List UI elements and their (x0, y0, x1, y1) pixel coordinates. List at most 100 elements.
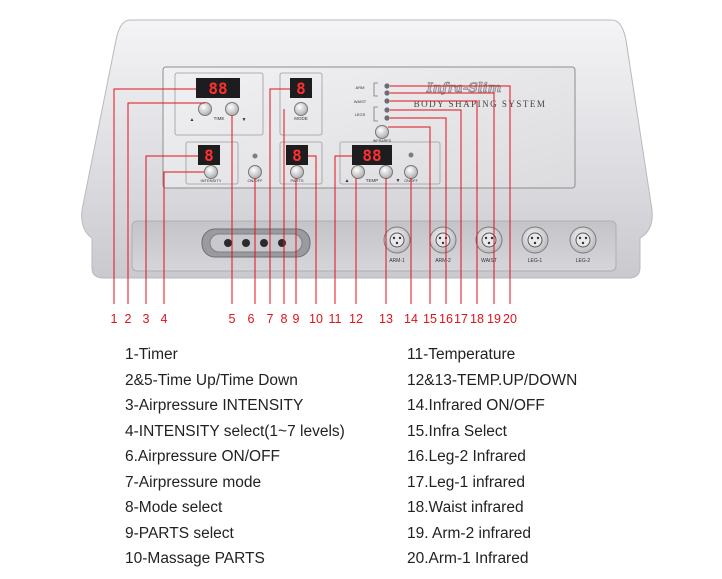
svg-text:8: 8 (292, 146, 302, 165)
legend-item: 1-Timer (125, 346, 178, 363)
air-port-3-icon (260, 239, 268, 247)
infrared-onoff-button[interactable] (404, 165, 418, 179)
legend-item: 15.Infra Select (407, 422, 507, 440)
callout-number: 18 (470, 312, 484, 326)
callout-number: 4 (161, 312, 168, 326)
port-waist[interactable]: WAIST (475, 226, 503, 264)
legend-item: 16.Leg-2 Infrared (407, 448, 526, 465)
brand-logo: Infra-Slim (426, 81, 502, 96)
svg-text:8: 8 (296, 79, 306, 98)
callout-number: 13 (379, 312, 393, 326)
temp-up-arrow: ▲ (345, 178, 350, 184)
legend-item: 20.Arm-1 Infrared (407, 550, 529, 567)
legend-item: 14.Infrared ON/OFF (407, 397, 545, 414)
leg-2-led (384, 115, 390, 121)
svg-text:88: 88 (362, 146, 381, 165)
socket-icon (527, 232, 543, 248)
mode-display: 8 (290, 78, 312, 98)
legend-item: 11-Temperature (407, 346, 516, 363)
device-diagram: 88 8 8 8 88 (81, 19, 653, 326)
socket-icon (435, 232, 451, 248)
port-leg-2[interactable]: LEG-2 (569, 226, 597, 264)
airpressure-connector[interactable] (201, 228, 311, 258)
svg-text:88: 88 (208, 79, 227, 98)
callout-number: 10 (309, 312, 323, 326)
legend-item: 12&13-TEMP.UP/DOWN (407, 371, 578, 389)
time-down-arrow: ▼ (242, 117, 247, 123)
callout-number: 7 (267, 312, 274, 326)
temp-down-button[interactable] (379, 165, 393, 179)
callout-number: 14 (404, 312, 418, 326)
arm-1-led (384, 83, 390, 89)
legend-item: 18.Waist infrared (407, 499, 524, 516)
time-up-button[interactable] (198, 102, 212, 116)
parts-label: PARTS (291, 178, 304, 183)
air-port-4-icon (278, 239, 286, 247)
legs-label: LEGS (355, 112, 366, 117)
temperature-display: 88 (352, 145, 392, 165)
intensity-select-button[interactable] (204, 165, 218, 179)
air-port-1-icon (224, 239, 232, 247)
waist-led (384, 98, 390, 104)
infrared-label: INFRARED (373, 139, 392, 143)
callout-number: 1 (111, 312, 118, 326)
callout-number: 16 (439, 312, 453, 326)
legend-item: 9-PARTS select (125, 524, 234, 542)
port-arm-1[interactable]: ARM-1 (383, 226, 411, 264)
callout-number: 6 (248, 312, 255, 326)
callout-number: 15 (423, 312, 437, 326)
intensity-label: INTENSITY (201, 178, 222, 183)
callout-number: 8 (281, 312, 288, 326)
callout-number: 5 (229, 312, 236, 326)
port-label: ARM-1 (389, 258, 405, 264)
legend-item: 7-Airpressure mode (125, 473, 262, 491)
callout-lines (113, 85, 511, 304)
status-leds (252, 82, 414, 159)
time-label: TIME (214, 116, 225, 121)
air-port-2-icon (242, 239, 250, 247)
parts-select-button[interactable] (290, 165, 304, 179)
legend-right: 11-Temperature 12&13-TEMP.UP/DOWN 14.Infra… (407, 342, 577, 572)
callout-number: 17 (454, 312, 468, 326)
socket-icon (389, 232, 405, 248)
legend-item: 6.Airpressure ON/OFF (125, 448, 281, 465)
waist-label: WAIST (354, 99, 367, 104)
intensity-display: 8 (198, 145, 220, 165)
mode-select-button[interactable] (294, 102, 308, 116)
legend-item: 17.Leg-1 infrared (407, 473, 526, 491)
port-label: WAIST (481, 258, 497, 264)
socket-icon (481, 232, 497, 248)
port-label: LEG-1 (528, 258, 543, 264)
callout-number: 3 (143, 312, 150, 326)
infrared-led (408, 152, 414, 158)
legend-item: 19. Arm-2 infrared (407, 524, 532, 542)
svg-text:8: 8 (204, 146, 214, 165)
airpressure-led (252, 153, 258, 159)
leg-1-led (384, 107, 390, 113)
control-panel (162, 66, 576, 189)
port-leg-1[interactable]: LEG-1 (521, 226, 549, 264)
airpressure-onoff-button[interactable] (248, 165, 262, 179)
arm-label: ARM (356, 85, 365, 90)
parts-display: 8 (286, 145, 308, 165)
legend-item: 2&5-Time Up/Time Down (125, 371, 298, 389)
callout-number: 19 (487, 312, 501, 326)
callout-number: 20 (503, 312, 517, 326)
mode-label: MODE (294, 116, 308, 121)
infra-select-button[interactable] (375, 125, 389, 139)
legend-item: 8-Mode select (125, 499, 223, 516)
port-label: LEG-2 (576, 258, 591, 264)
time-up-arrow: ▲ (190, 117, 195, 123)
callout-number: 11 (329, 312, 342, 326)
temp-down-arrow: ▼ (396, 178, 401, 184)
arm-2-led (384, 90, 390, 96)
socket-icon (575, 232, 591, 248)
callout-number: 12 (349, 312, 363, 326)
timer-display: 88 (196, 78, 240, 98)
callout-number: 2 (125, 312, 132, 326)
callout-number: 9 (293, 312, 300, 326)
time-down-button[interactable] (225, 102, 239, 116)
temp-up-button[interactable] (351, 165, 365, 179)
